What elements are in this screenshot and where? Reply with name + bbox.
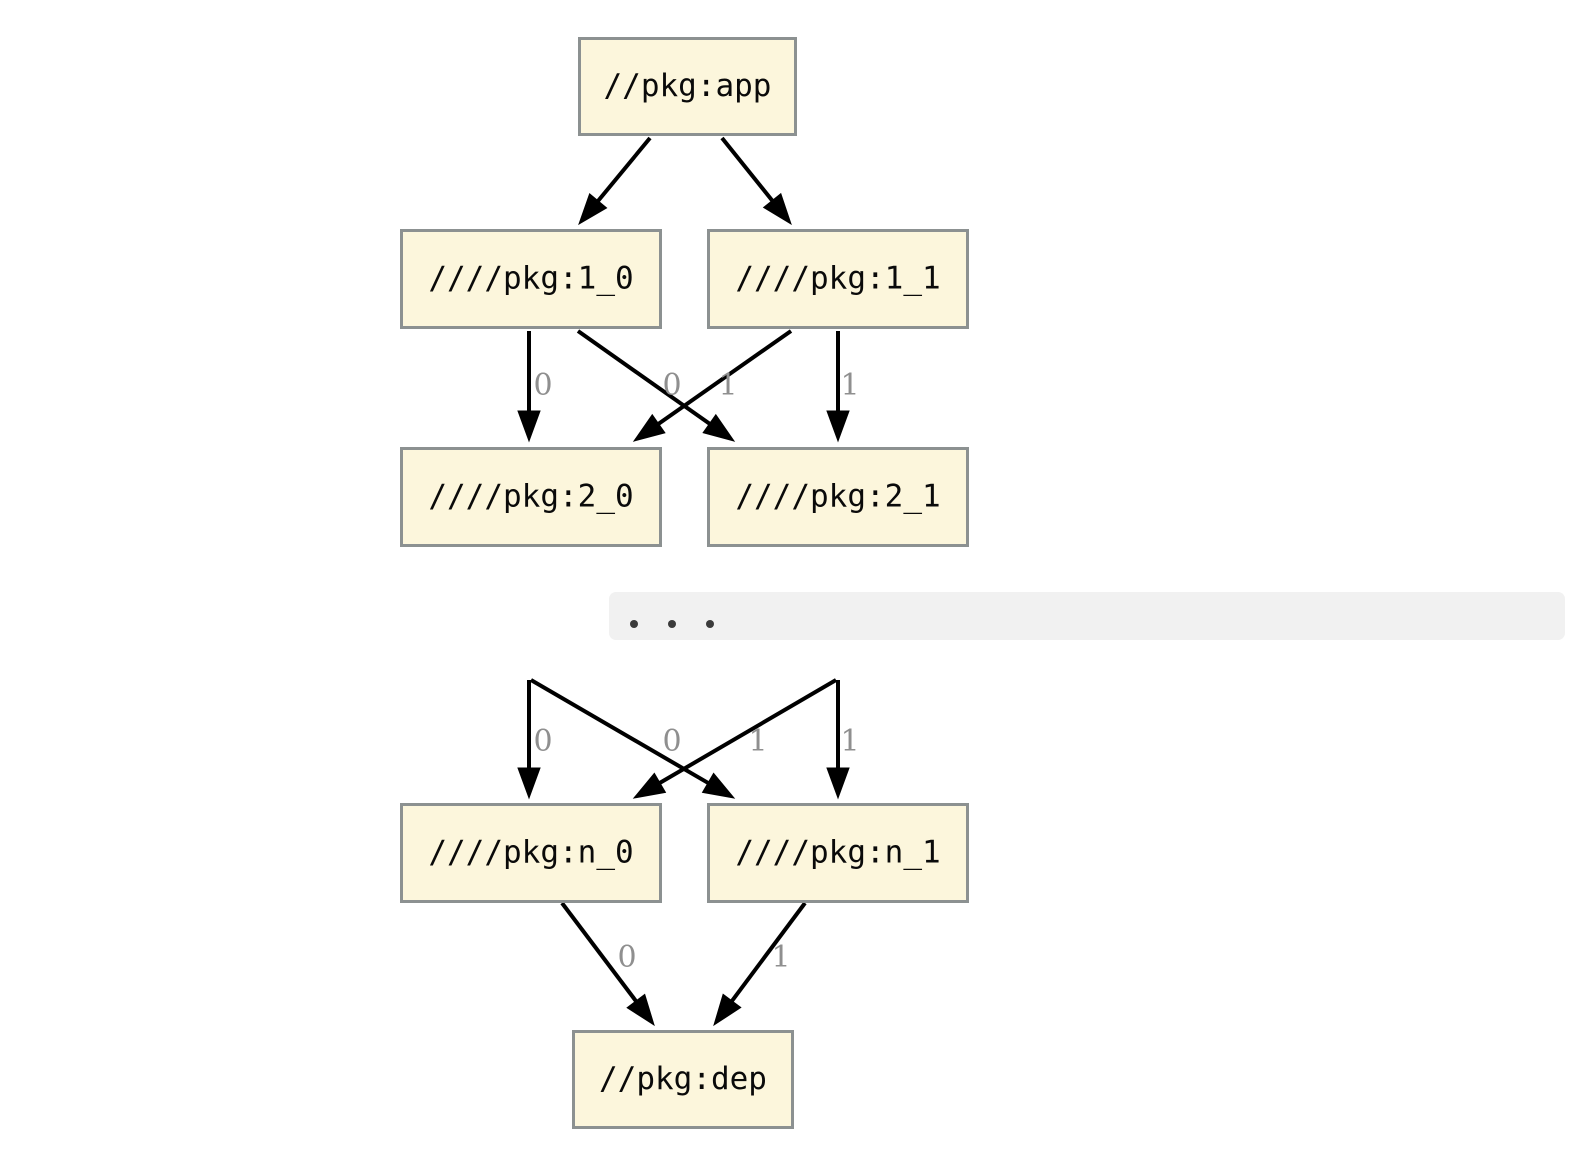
edge-label: 0	[533, 724, 552, 759]
arrowhead-icon	[762, 192, 792, 226]
edge-line	[726, 901, 807, 1007]
arrowhead-icon	[517, 410, 541, 443]
node-box[interactable]	[400, 447, 662, 547]
edge-ln_0-to-dep: 0	[560, 901, 655, 1027]
edge-to-ln_1: 0	[529, 678, 736, 799]
node-l2_0[interactable]: ////pkg:2_0	[400, 447, 662, 547]
edge-line	[529, 678, 715, 788]
node-dep[interactable]: //pkg:dep	[572, 1030, 794, 1129]
edge-label: 0	[617, 940, 636, 975]
edge-app-to-l1_0	[578, 136, 652, 226]
arrowhead-icon	[517, 767, 541, 800]
edge-label: 1	[771, 940, 790, 975]
ellipsis-dot-2	[668, 620, 676, 628]
ellipsis-dots	[609, 616, 1565, 632]
edge-to-ln_0: 0	[517, 680, 553, 800]
nodes-group: //pkg:app ////pkg:1_0 ////pkg:1_1 ////pkg:2…	[400, 37, 969, 1129]
node-label: ////pkg:1_1	[735, 261, 940, 297]
arrowhead-icon	[826, 410, 850, 443]
collapsed-section-band[interactable]	[609, 592, 1565, 640]
ellipsis-dot-1	[630, 620, 638, 628]
node-label: ////pkg:n_0	[428, 835, 633, 871]
node-l1_0[interactable]: ////pkg:1_0	[400, 229, 662, 329]
edge-line	[653, 678, 838, 788]
node-box[interactable]	[707, 229, 969, 329]
node-label: ////pkg:n_1	[735, 835, 940, 871]
node-box[interactable]	[400, 229, 662, 329]
node-ln_0[interactable]: ////pkg:n_0	[400, 803, 662, 903]
edge-line	[720, 136, 778, 207]
node-box[interactable]	[707, 447, 969, 547]
node-box[interactable]	[400, 803, 662, 903]
edge-label: 1	[748, 724, 767, 759]
node-label: ////pkg:2_1	[735, 479, 940, 515]
edge-line	[652, 329, 793, 429]
arrowhead-icon	[701, 772, 736, 799]
edge-label: 0	[533, 368, 552, 403]
arrowhead-icon	[626, 993, 655, 1027]
edge-l1_1-to-l2_0: 1	[632, 329, 793, 442]
edge-line	[576, 329, 716, 429]
edge-label: 1	[840, 724, 859, 759]
edge-label: 0	[662, 368, 681, 403]
edge-line	[592, 136, 652, 207]
edge-l1_1-to-l2_1: 1	[826, 331, 860, 443]
arrowhead-icon	[826, 767, 850, 800]
edge-line	[560, 901, 642, 1008]
node-ln_1[interactable]: ////pkg:n_1	[707, 803, 969, 903]
edge-to-ln_0: 1	[632, 678, 838, 799]
node-box[interactable]	[572, 1030, 794, 1129]
node-label: ////pkg:1_0	[428, 261, 633, 297]
node-label: //pkg:app	[604, 68, 772, 104]
node-l2_1[interactable]: ////pkg:2_1	[707, 447, 969, 547]
arrowhead-icon	[632, 772, 667, 799]
edge-label: 1	[840, 368, 859, 403]
edge-to-ln_1: 1	[826, 680, 860, 800]
edge-l1_0-to-l2_1: 0	[576, 329, 736, 442]
arrowhead-icon	[632, 413, 666, 442]
edge-l1_0-to-l2_0: 0	[517, 331, 553, 443]
edge-label: 0	[662, 724, 681, 759]
node-l1_1[interactable]: ////pkg:1_1	[707, 229, 969, 329]
node-box[interactable]	[707, 803, 969, 903]
arrowhead-icon	[702, 413, 736, 442]
arrowhead-icon	[578, 193, 608, 226]
arrowhead-icon	[713, 993, 742, 1027]
node-box[interactable]	[578, 37, 797, 136]
edges-group: 0 0 1 1 0 0 1 1 0 1	[517, 136, 860, 1027]
ellipsis-dot-3	[706, 620, 714, 628]
edge-app-to-l1_1	[720, 136, 792, 226]
node-label: ////pkg:2_0	[428, 479, 633, 515]
node-label: //pkg:dep	[599, 1061, 767, 1097]
edge-label: 1	[718, 368, 737, 403]
node-app[interactable]: //pkg:app	[578, 37, 797, 136]
edge-ln_1-to-dep: 1	[713, 901, 807, 1027]
